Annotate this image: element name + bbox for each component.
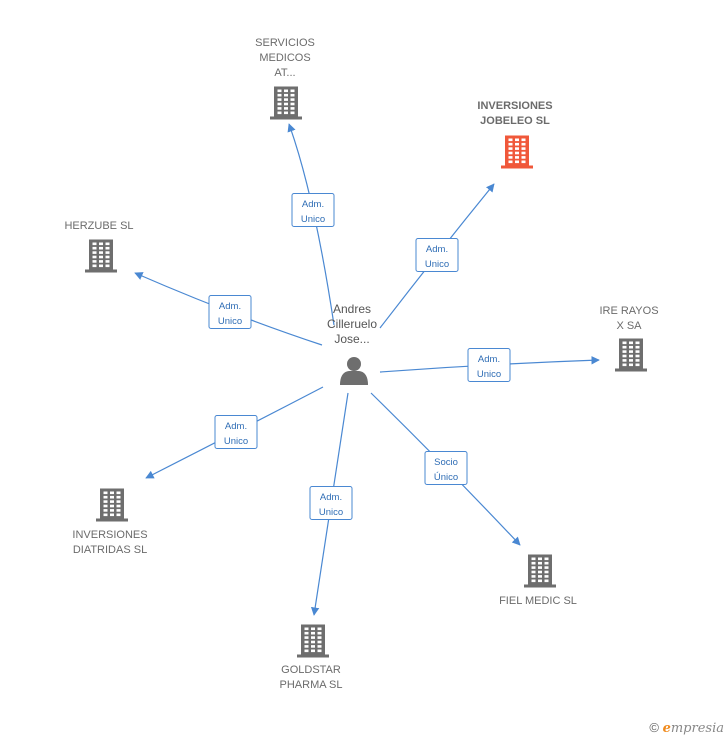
company-node-diatridas[interactable]: INVERSIONES DIATRIDAS SL (72, 488, 148, 557)
building-icon[interactable] (615, 338, 647, 372)
brand-logo[interactable]: empresia (663, 721, 724, 736)
company-label-line: HERZUBE SL (64, 220, 133, 232)
company-label-line: AT... (274, 67, 295, 79)
edge-label-box[interactable] (415, 238, 459, 272)
building-icon[interactable] (297, 624, 329, 658)
edge-label-line: Socio (434, 457, 458, 468)
edge-herzube[interactable]: Adm. Unico (134, 272, 323, 346)
building-icon[interactable] (501, 135, 533, 169)
company-label: IRE RAYOS X SA (599, 305, 658, 332)
edge-goldstar[interactable]: Adm. Unico (309, 392, 353, 616)
edge-label-line: Adm. (219, 301, 241, 312)
company-label: GOLDSTAR PHARMA SL (280, 664, 343, 691)
edge-label-line: Unico (477, 369, 501, 380)
edge-label-line: Adm. (302, 199, 324, 210)
company-label: HERZUBE SL (64, 220, 133, 232)
company-node-herzube[interactable]: HERZUBE SL (64, 220, 134, 273)
building-icon[interactable] (85, 239, 117, 273)
edge-label-line: Unico (319, 507, 343, 518)
edge-label: Adm. Unico (319, 492, 343, 518)
company-label: INVERSIONES JOBELEO SL (477, 100, 552, 127)
edge-label-box[interactable] (291, 193, 335, 227)
company-label-line: INVERSIONES (72, 529, 147, 541)
edge-label: Adm. Unico (425, 244, 449, 270)
edge-jobeleo[interactable]: Adm. Unico (379, 183, 495, 329)
edge-label: Adm. Unico (218, 301, 242, 327)
company-label: SERVICIOS MEDICOS AT... (255, 37, 315, 79)
building-icon[interactable] (524, 554, 556, 588)
company-node-jobeleo[interactable]: INVERSIONES JOBELEO SL (477, 100, 553, 169)
edge-label: Adm. Unico (301, 199, 325, 225)
company-label-line: GOLDSTAR (281, 664, 341, 676)
edge-label-line: Unico (301, 214, 325, 225)
edge-label-box[interactable] (214, 415, 258, 449)
company-label: INVERSIONES DIATRIDAS SL (72, 529, 147, 556)
person-icon[interactable] (340, 357, 368, 385)
nodes-layer: SERVICIOS MEDICOS AT... INVERSIONES JOBELEO … (64, 37, 658, 691)
edge-label-box[interactable] (467, 348, 511, 382)
company-label-line: IRE RAYOS (599, 305, 658, 317)
edge-label: Adm. Unico (224, 421, 248, 447)
company-node-fielmedic[interactable]: FIEL MEDIC SL (499, 554, 577, 608)
edge-label-box[interactable] (309, 486, 353, 520)
edge-label-line: Adm. (225, 421, 247, 432)
company-label-line: PHARMA SL (280, 679, 343, 691)
person-label-line: Andres (333, 302, 371, 316)
brand-initial: e (662, 721, 671, 736)
company-label-line: INVERSIONES (477, 100, 552, 112)
edge-diatridas[interactable]: Adm. Unico (145, 386, 324, 479)
edge-label-line: Adm. (478, 354, 500, 365)
company-label-line: SERVICIOS (255, 37, 315, 49)
edge-label-line: Unico (218, 316, 242, 327)
edge-ireayos[interactable]: Adm. Unico (379, 348, 600, 382)
edge-servicios[interactable]: Adm. Unico (287, 123, 335, 326)
person-label-line: Cilleruelo (327, 317, 377, 331)
edges-layer: Adm.UnicoAdm.UnicoAdm.UnicoAdm.UnicoAdm.… (134, 123, 600, 616)
company-label-line: X SA (616, 320, 642, 332)
brand-name: mpresia (670, 721, 724, 736)
company-label-line: FIEL MEDIC SL (499, 595, 577, 607)
edge-label-line: Unico (224, 436, 248, 447)
edge-label-line: Unico (425, 259, 449, 270)
edge-label-line: Adm. (320, 492, 342, 503)
building-icon[interactable] (96, 488, 128, 522)
company-node-ireayos[interactable]: IRE RAYOS X SA (599, 305, 659, 372)
edge-label: Adm. Unico (477, 354, 501, 380)
copyright-icon: © (649, 720, 659, 735)
edge-label-box[interactable] (208, 295, 252, 329)
person-label-line: Jose... (334, 332, 369, 346)
company-node-servicios[interactable]: SERVICIOS MEDICOS AT... (255, 37, 315, 120)
company-label-line: MEDICOS (259, 52, 310, 64)
edge-label-box[interactable] (424, 451, 468, 485)
company-label-line: DIATRIDAS SL (73, 544, 147, 556)
edge-label-line: Adm. (426, 244, 448, 255)
company-label: FIEL MEDIC SL (499, 595, 577, 607)
edge-label-line: Único (434, 472, 458, 483)
company-node-goldstar[interactable]: GOLDSTAR PHARMA SL (280, 624, 343, 692)
company-label-line: JOBELEO SL (480, 115, 550, 127)
copyright-footer: © empresia (649, 720, 724, 736)
building-icon[interactable] (270, 86, 302, 120)
